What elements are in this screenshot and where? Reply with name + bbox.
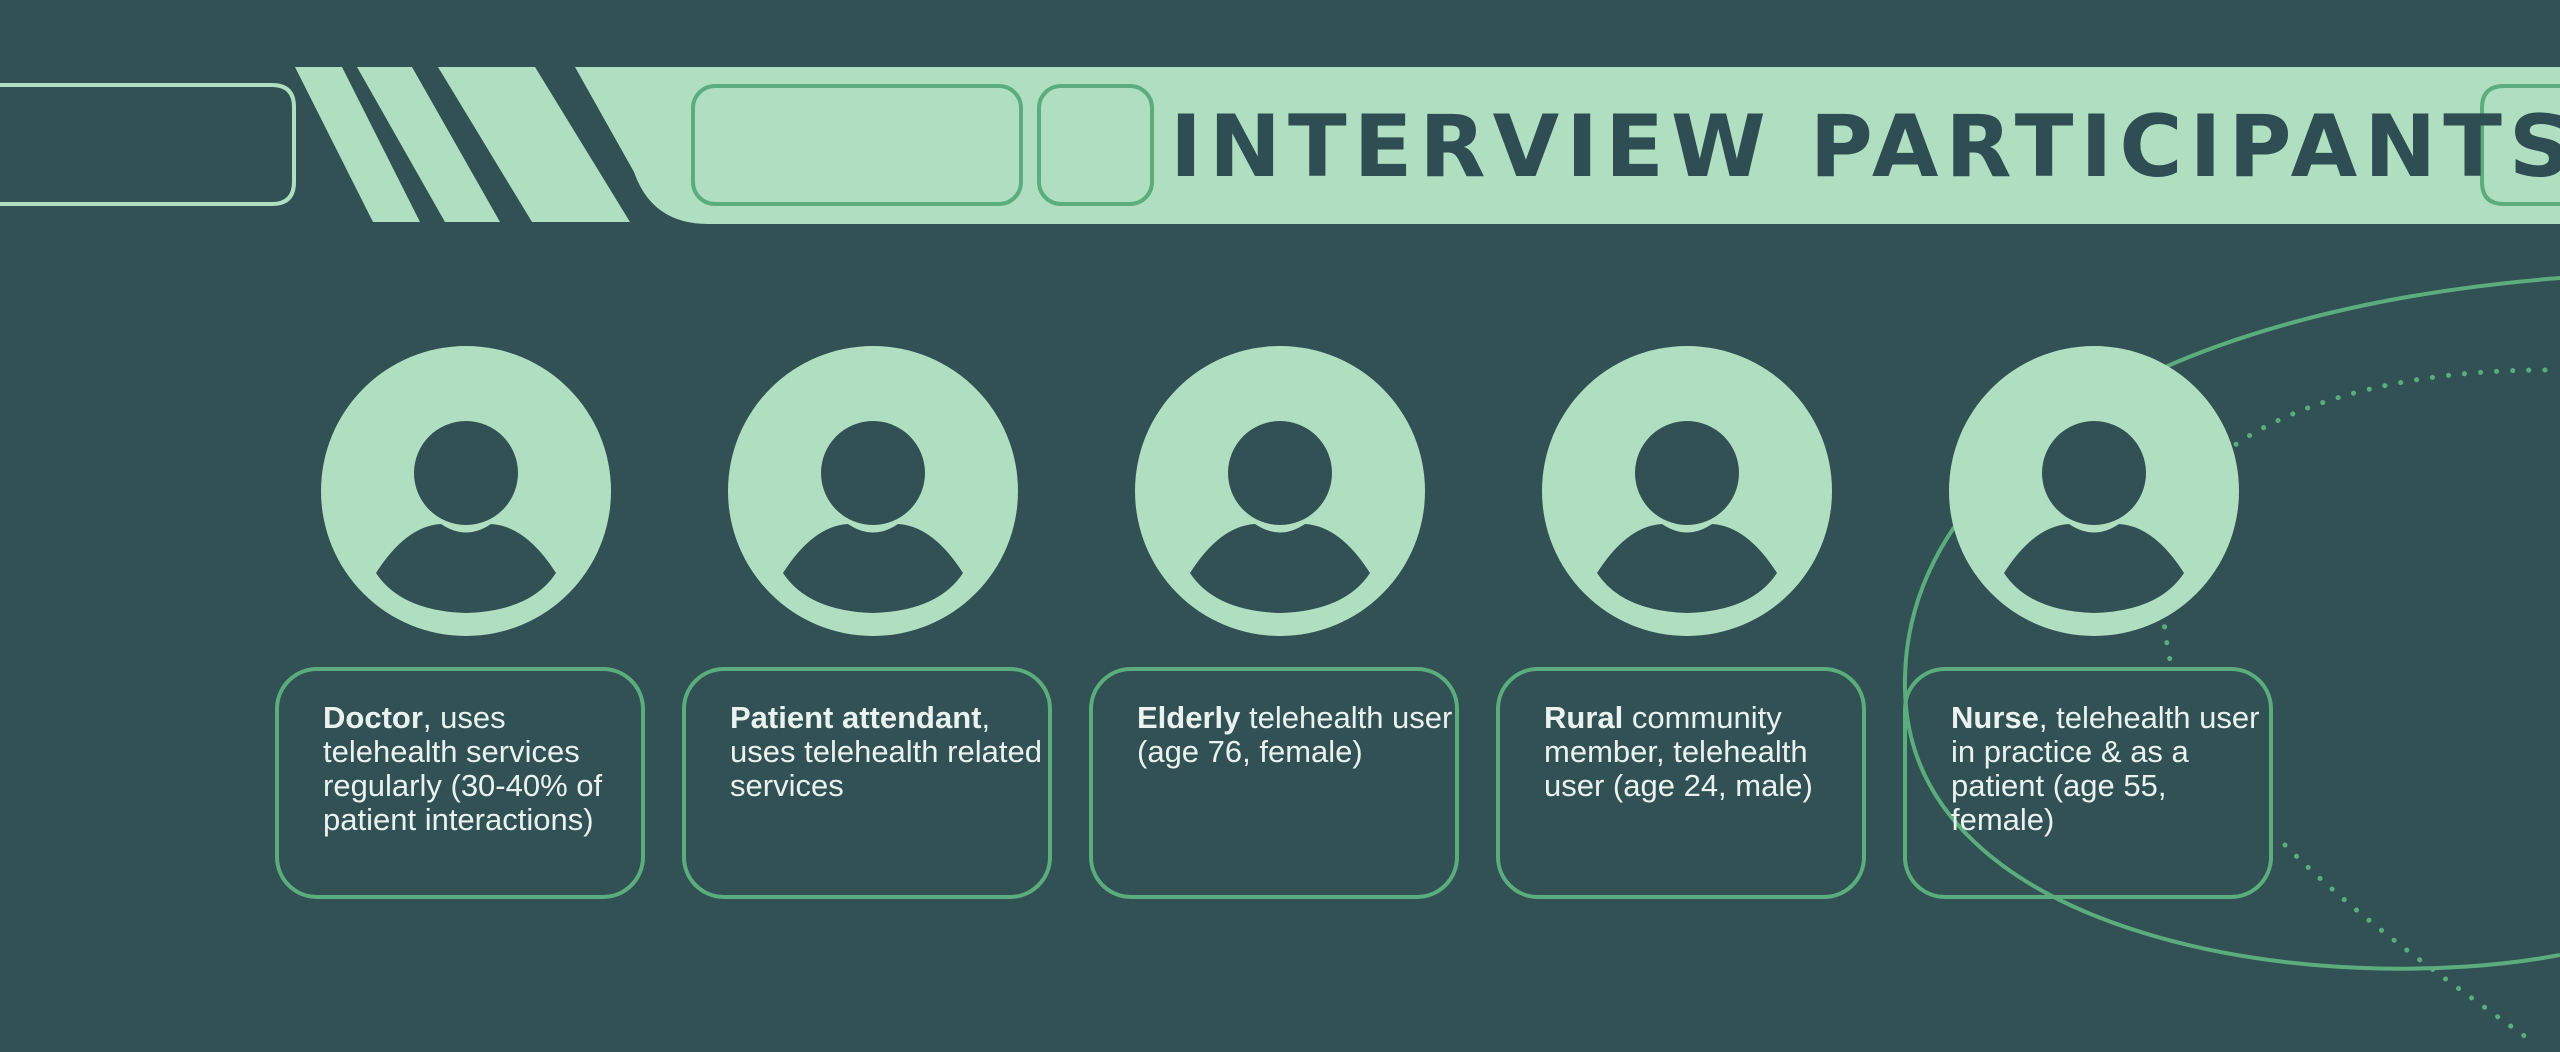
header-stripe [357,67,500,222]
participant-card: Nurse, telehealth user in practice & as … [1903,667,2273,899]
participant-detail: community member, telehealth user (age 2… [1544,700,1813,803]
person-avatar-icon [1135,346,1425,636]
person-avatar-icon [728,346,1018,636]
header-stripe [438,67,630,222]
participant-description: Rural community member, telehealth user … [1544,701,1860,803]
participant-detail: , uses telehealth related services [730,700,1042,803]
participant-description: Elderly telehealth user (age 76, female) [1137,701,1453,769]
participant-role: Nurse [1951,700,2039,735]
participant-card: Patient attendant, uses telehealth relat… [682,667,1052,899]
participant-role: Doctor [323,700,423,735]
header-banner [575,67,2560,224]
participant-description: Patient attendant, uses telehealth relat… [730,701,1046,803]
participant-card: Rural community member, telehealth user … [1496,667,1866,899]
participant-detail: , uses telehealth services regularly (30… [323,700,603,837]
page-title: INTERVIEW PARTICIPANTS [1170,97,2560,197]
participant-card: Elderly telehealth user (age 76, female) [1089,667,1459,899]
decorative-arc [1902,276,2560,971]
participant-description: Doctor, uses telehealth services regular… [323,701,639,837]
decorative-dotted-arc [2282,842,2533,1043]
participant-card: Doctor, uses telehealth services regular… [275,667,645,899]
person-avatar-icon [321,346,611,636]
participant-role: Elderly [1137,700,1241,735]
header-box [691,84,1023,206]
participant-detail: telehealth user (age 76, female) [1137,700,1453,769]
header-stripe [295,67,420,222]
participant-role: Rural [1544,700,1624,735]
participant-role: Patient attendant [730,700,982,735]
person-avatar-icon [1542,346,1832,636]
header-box [2480,84,2560,206]
header-box [1037,84,1154,206]
participant-detail: , telehealth user in practice & as a pat… [1951,700,2260,837]
person-avatar-icon [1949,346,2239,636]
header-left-pill [0,83,296,206]
participant-description: Nurse, telehealth user in practice & as … [1951,701,2267,837]
